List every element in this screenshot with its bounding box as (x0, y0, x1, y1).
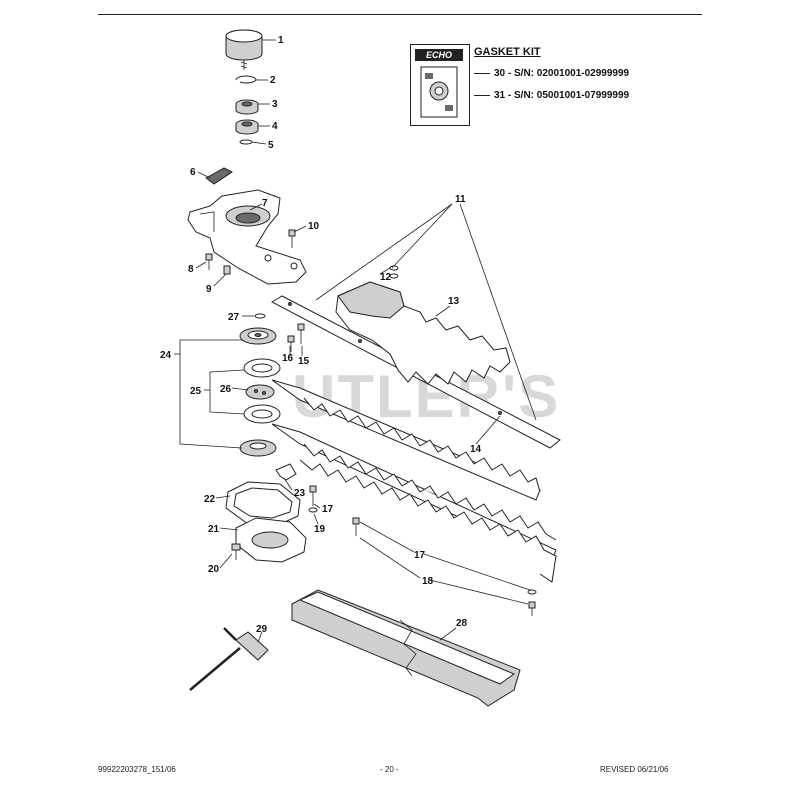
gasket-kit-inset: ECHO GASKET KIT 30 - S/N: 02001001-02999… (410, 44, 636, 126)
part-10-bolt (288, 229, 296, 248)
callout-10: 10 (308, 221, 320, 232)
part-6-pad (205, 167, 233, 185)
callout-21: 21 (208, 524, 220, 535)
callout-22: 22 (204, 494, 216, 505)
part-21-cover (235, 517, 307, 563)
callout-6: 6 (190, 167, 196, 178)
gasket-kit-icon (420, 66, 458, 118)
callout-labels: 1 2 3 4 5 6 7 8 9 10 11 12 13 14 15 16 1… (160, 35, 482, 635)
part-spring (240, 60, 248, 70)
part-22-gasket (225, 481, 301, 527)
callout-12: 12 (380, 272, 392, 283)
callout-9: 9 (206, 284, 212, 295)
part-16-bolt (287, 335, 295, 352)
callout-20: 20 (208, 564, 220, 575)
part-12-nut (389, 265, 399, 279)
part-28-sheath (291, 589, 521, 707)
callout-11: 11 (455, 194, 466, 205)
callout-3: 3 (272, 99, 278, 110)
part-18-bolt (352, 517, 360, 536)
footer-revision: REVISED 06/21/06 (600, 765, 669, 774)
footer-page-number: - 20 - (380, 765, 399, 774)
callout-5: 5 (268, 140, 274, 151)
part-17-nut (527, 589, 537, 616)
part-blade-upper (271, 379, 541, 501)
footer-doc-number: 99922203278_151/06 (98, 765, 176, 774)
header-rule (98, 14, 702, 15)
part-29-wrench (189, 627, 269, 691)
part-4-bearing (235, 119, 259, 135)
callout-23: 23 (294, 488, 306, 499)
part-8-bolt (205, 253, 213, 270)
part-19-bolt (308, 485, 318, 513)
callout-13: 13 (448, 296, 460, 307)
gasket-kit-entry: 30 - S/N: 02001001-02999999 (474, 68, 629, 79)
callout-8: 8 (188, 264, 194, 275)
callout-28: 28 (456, 618, 468, 629)
part-25-crank-upper (243, 358, 281, 378)
part-15-bolt (297, 323, 305, 344)
part-gear-upper (239, 327, 277, 345)
callout-26: 26 (220, 384, 232, 395)
part-2-circlip (235, 75, 257, 84)
callout-16: 16 (282, 353, 294, 364)
part-7-gear-case (187, 189, 307, 285)
gasket-kit-entry: 31 - S/N: 05001001-07999999 (474, 90, 629, 101)
part-3-bearing (235, 99, 259, 115)
part-13-guard (335, 281, 511, 385)
callout-29: 29 (256, 624, 268, 635)
part-blade-lower (271, 423, 557, 583)
callout-17a: 17 (322, 504, 334, 515)
part-23-guide (275, 463, 297, 481)
part-20-bolt (231, 543, 241, 560)
gasket-kit-box: ECHO (410, 44, 470, 126)
callout-17b: 17 (414, 550, 426, 561)
part-1-knob (225, 29, 263, 61)
callout-19: 19 (314, 524, 326, 535)
part-gear-lower (239, 439, 277, 457)
gasket-kit-title: GASKET KIT (474, 46, 541, 58)
callout-27: 27 (228, 312, 240, 323)
echo-logo: ECHO (415, 49, 463, 61)
part-9-pin (223, 265, 231, 275)
callout-18: 18 (422, 576, 434, 587)
callout-24: 24 (160, 350, 172, 361)
part-5-ring (239, 139, 253, 145)
part-26-plate (245, 384, 275, 400)
callout-4: 4 (272, 121, 278, 132)
leader-lines (174, 39, 537, 643)
part-27-washer (254, 313, 266, 319)
callout-15: 15 (298, 356, 310, 367)
callout-7: 7 (262, 198, 268, 209)
callout-2: 2 (270, 75, 276, 86)
callout-14: 14 (470, 444, 482, 455)
part-25-crank-lower (243, 404, 281, 424)
callout-1: 1 (278, 35, 284, 46)
callout-25: 25 (190, 386, 202, 397)
